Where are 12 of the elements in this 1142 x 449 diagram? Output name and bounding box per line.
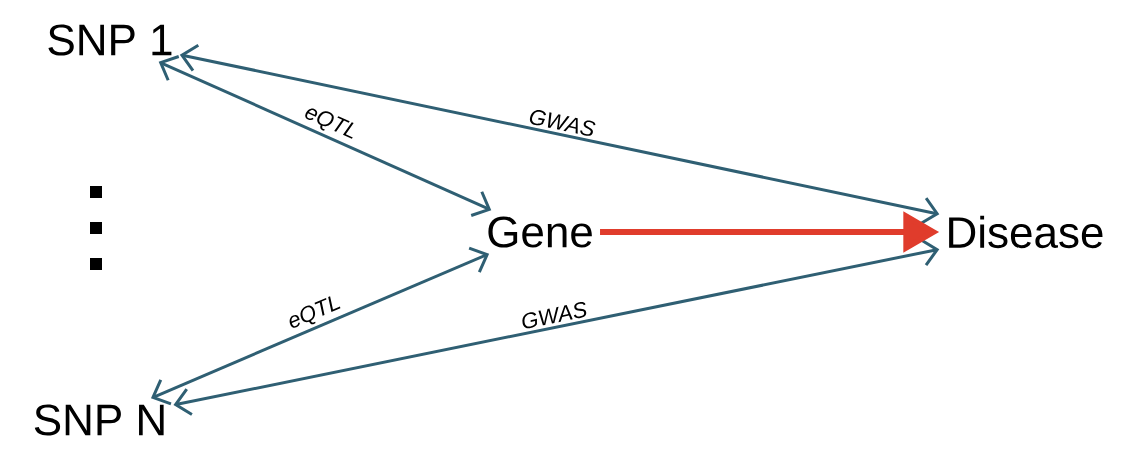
edge-label: GWAS (522, 302, 587, 329)
edge-label: eQTL (305, 108, 354, 139)
arrow (158, 55, 492, 217)
arrow (179, 43, 940, 225)
node-label: SNP N (34, 404, 164, 436)
node-label: SNP 1 (48, 24, 172, 56)
arrow (150, 246, 490, 406)
node-label: Disease (949, 215, 1103, 249)
node-label: Gene (488, 216, 592, 248)
arrow (173, 238, 940, 416)
edge-label: eQTL (289, 296, 341, 328)
edge-label: GWAS (529, 110, 596, 136)
